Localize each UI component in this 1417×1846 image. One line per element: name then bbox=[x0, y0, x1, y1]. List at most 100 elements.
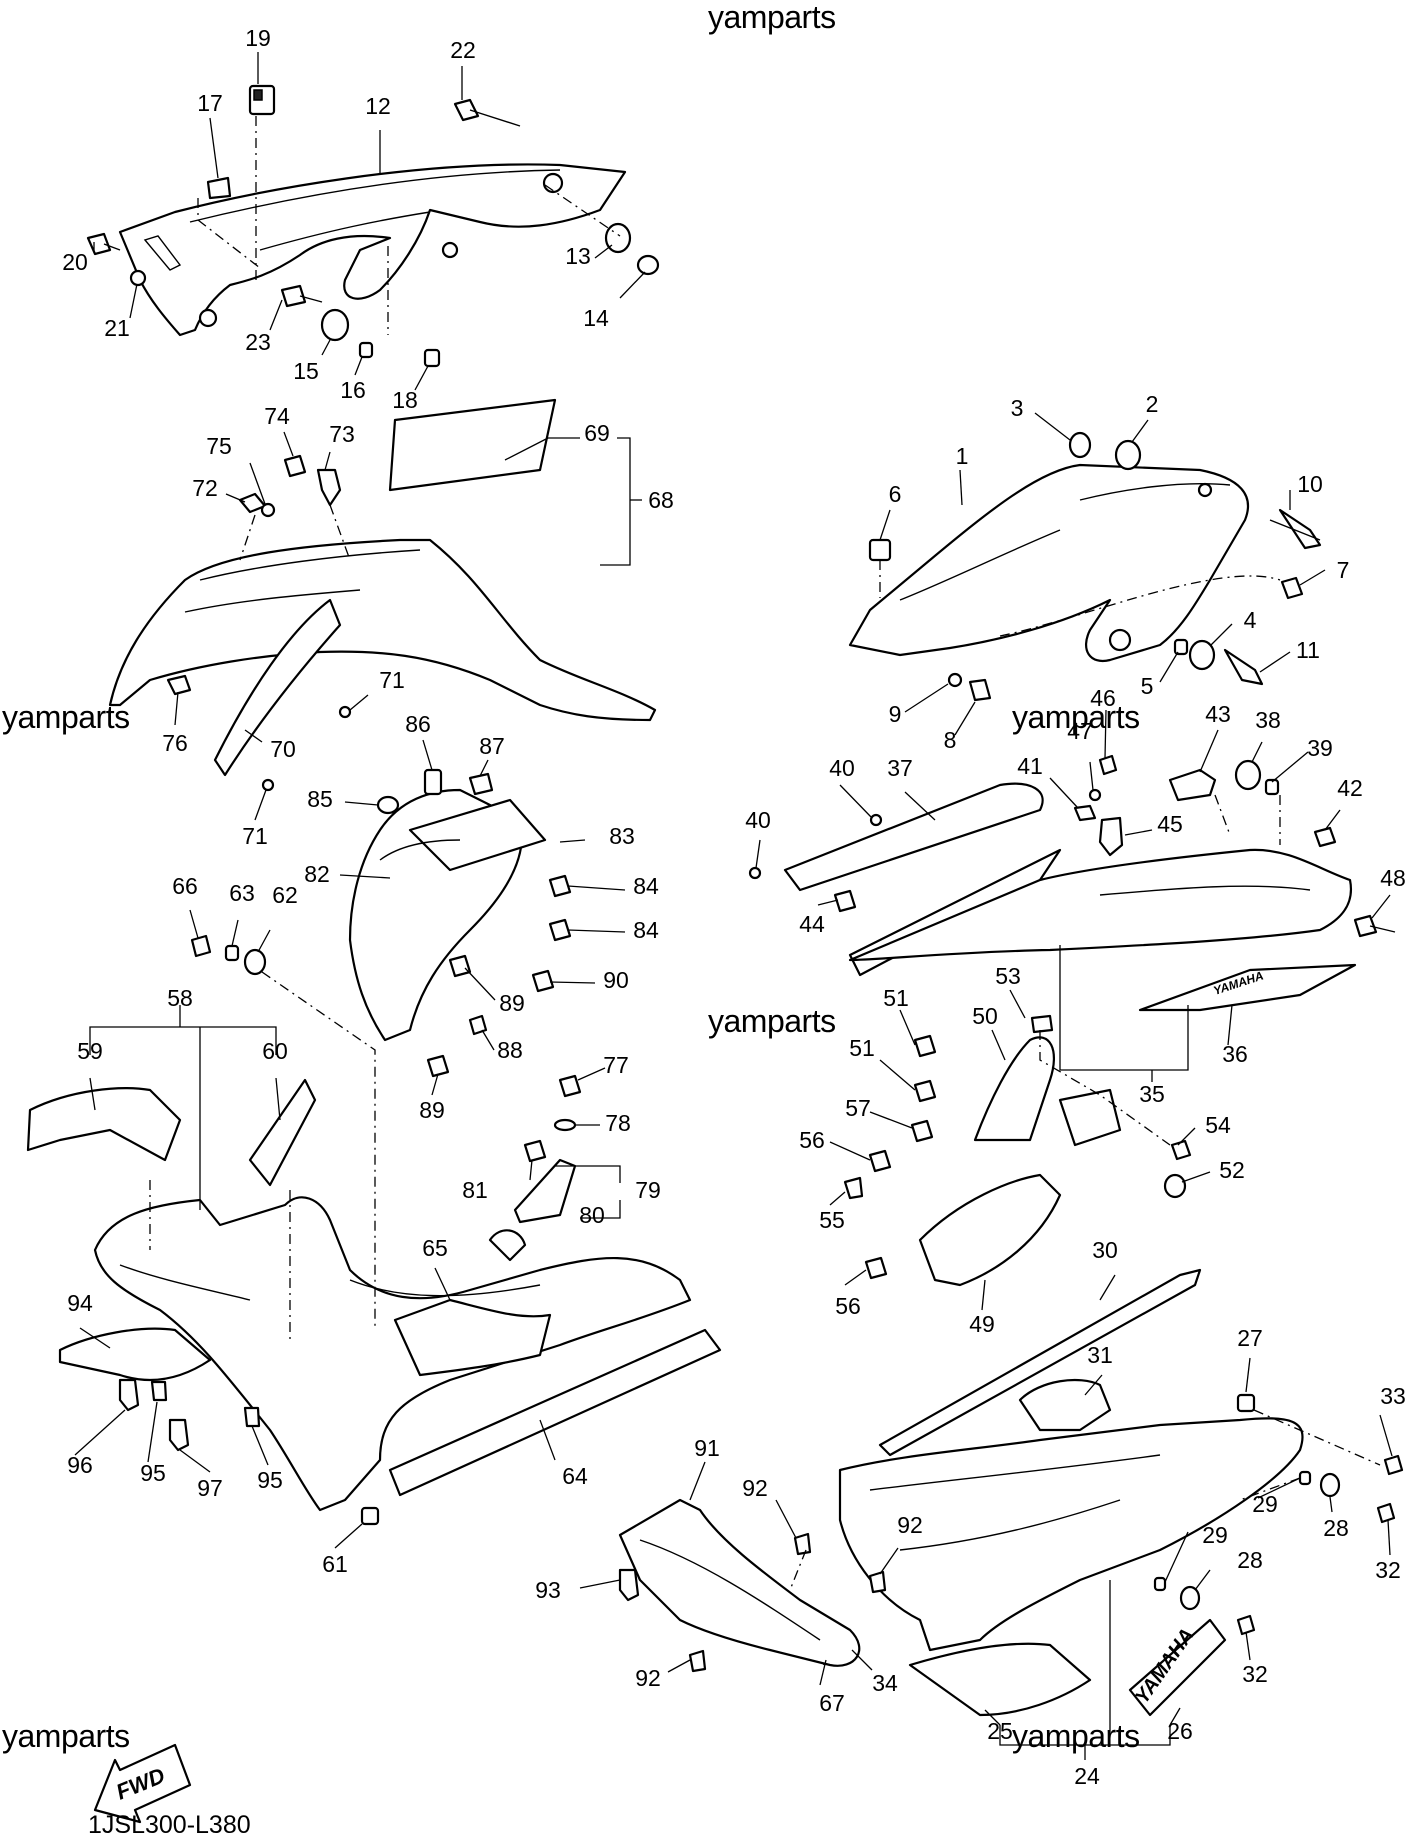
callout-25: 25 bbox=[987, 1718, 1013, 1744]
callout-45: 45 bbox=[1157, 811, 1183, 837]
callout-17: 17 bbox=[197, 90, 223, 116]
screw-66 bbox=[190, 934, 212, 958]
callout-14: 14 bbox=[583, 305, 609, 331]
nut-42 bbox=[1313, 826, 1337, 848]
callout-58: 58 bbox=[167, 985, 193, 1011]
washer-40b bbox=[869, 813, 883, 827]
collar-16 bbox=[358, 341, 374, 359]
callout-56a: 56 bbox=[799, 1127, 825, 1153]
washer-78 bbox=[553, 1118, 577, 1132]
callout-48: 48 bbox=[1380, 865, 1406, 891]
watermark-center: yamparts bbox=[708, 1003, 836, 1039]
callout-3: 3 bbox=[1011, 395, 1024, 421]
watermarks: yamparts yamparts yamparts yamparts yamp… bbox=[2, 0, 1140, 1754]
cover-25 bbox=[908, 1642, 1092, 1717]
fastener-88 bbox=[468, 1014, 488, 1036]
screw-74 bbox=[283, 454, 307, 478]
callout-55: 55 bbox=[819, 1207, 845, 1233]
grommet-52 bbox=[1163, 1173, 1187, 1199]
callout-71-top: 71 bbox=[379, 667, 405, 693]
washer-21 bbox=[129, 269, 147, 287]
collar-5 bbox=[1173, 638, 1189, 656]
part-side-cover-12 bbox=[86, 84, 660, 368]
collar-29b bbox=[1153, 1576, 1167, 1592]
callout-18: 18 bbox=[392, 387, 418, 413]
callout-9: 9 bbox=[889, 701, 902, 727]
callout-11: 11 bbox=[1296, 637, 1320, 663]
callout-46: 46 bbox=[1090, 685, 1116, 711]
decal-59 bbox=[26, 1087, 182, 1162]
fastener-87 bbox=[468, 772, 494, 796]
part-panel-68 bbox=[108, 398, 657, 792]
callout-10: 10 bbox=[1297, 471, 1323, 497]
screw-56a bbox=[868, 1149, 892, 1173]
fastener-92c bbox=[688, 1649, 707, 1673]
callout-82: 82 bbox=[304, 861, 330, 887]
callout-15: 15 bbox=[293, 358, 319, 384]
callout-50: 50 bbox=[972, 1003, 998, 1029]
callout-30: 30 bbox=[1092, 1237, 1118, 1263]
callout-77: 77 bbox=[603, 1052, 629, 1078]
callout-60: 60 bbox=[262, 1038, 288, 1064]
callout-26: 26 bbox=[1167, 1718, 1193, 1744]
callout-51a: 51 bbox=[883, 985, 909, 1011]
callout-97: 97 bbox=[197, 1475, 223, 1501]
callout-90: 90 bbox=[603, 967, 629, 993]
callout-87: 87 bbox=[479, 733, 505, 759]
callout-37: 37 bbox=[887, 755, 913, 781]
screw-48 bbox=[1353, 914, 1378, 938]
fastener-97 bbox=[168, 1418, 190, 1452]
nut-61 bbox=[360, 1506, 380, 1526]
grommet-2 bbox=[1114, 439, 1142, 471]
screw-56b bbox=[864, 1256, 888, 1280]
screw-32a bbox=[1376, 1502, 1396, 1524]
callout-42: 42 bbox=[1337, 775, 1363, 801]
callout-40b: 40 bbox=[829, 755, 855, 781]
screw-76 bbox=[166, 674, 192, 696]
callout-52: 52 bbox=[1219, 1157, 1245, 1183]
callout-86: 86 bbox=[405, 711, 431, 737]
washer-75 bbox=[260, 502, 276, 518]
callout-5: 5 bbox=[1141, 673, 1154, 699]
callout-95a: 95 bbox=[140, 1460, 166, 1486]
collar-7 bbox=[1280, 576, 1304, 600]
callout-1: 1 bbox=[956, 443, 969, 469]
drawing-code: 1JSL300-L380 bbox=[88, 1811, 251, 1839]
callout-38: 38 bbox=[1255, 707, 1281, 733]
callout-39: 39 bbox=[1307, 735, 1333, 761]
callout-7: 7 bbox=[1337, 557, 1350, 583]
callout-64: 64 bbox=[562, 1463, 588, 1489]
watermark-right-mid: yamparts bbox=[1012, 699, 1140, 735]
callout-83: 83 bbox=[609, 823, 635, 849]
callout-44: 44 bbox=[799, 911, 825, 937]
callout-13: 13 bbox=[565, 243, 591, 269]
screw-32b bbox=[1236, 1614, 1256, 1636]
pad-86 bbox=[423, 768, 443, 796]
callout-40a: 40 bbox=[745, 807, 771, 833]
screw-84a bbox=[548, 874, 572, 898]
grommet-85 bbox=[376, 795, 400, 815]
callout-92c: 92 bbox=[635, 1665, 661, 1691]
callout-19: 19 bbox=[245, 25, 271, 51]
callout-32a: 32 bbox=[1375, 1557, 1401, 1583]
cover-94 bbox=[58, 1327, 212, 1382]
pad-43 bbox=[1168, 768, 1217, 802]
screw-57 bbox=[910, 1119, 934, 1143]
callout-4: 4 bbox=[1244, 607, 1257, 633]
callout-72: 72 bbox=[192, 475, 218, 501]
callout-75: 75 bbox=[206, 433, 232, 459]
part-fairing-lower-left bbox=[26, 934, 722, 1526]
screw-3 bbox=[1068, 431, 1092, 459]
collar-29a bbox=[1298, 1470, 1312, 1486]
washer-71a bbox=[338, 705, 352, 719]
callout-57: 57 bbox=[845, 1095, 871, 1121]
duct-50 bbox=[973, 1036, 1055, 1142]
screw-11 bbox=[1223, 648, 1264, 686]
callout-62: 62 bbox=[272, 882, 298, 908]
screw-33 bbox=[1383, 1454, 1404, 1476]
callout-29a: 29 bbox=[1252, 1491, 1278, 1517]
part-cover-91 bbox=[618, 1498, 887, 1673]
nut-6 bbox=[868, 538, 892, 562]
screw-23 bbox=[280, 284, 307, 308]
callout-74: 74 bbox=[264, 403, 290, 429]
